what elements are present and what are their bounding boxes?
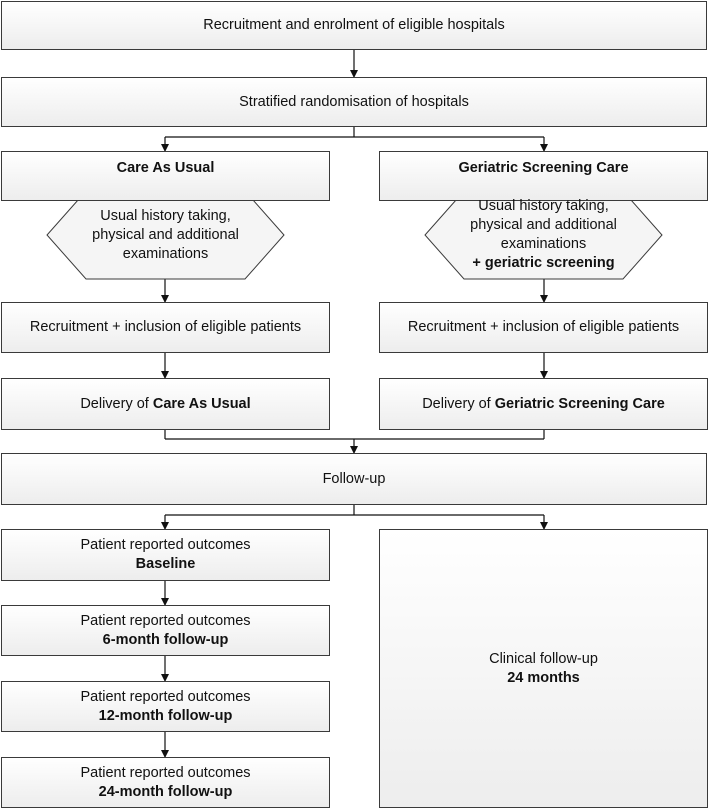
cau-delivery-bold: Care As Usual — [152, 395, 251, 412]
cau-delivery-prefix: Delivery of — [80, 395, 153, 412]
cau-title-box: Care As Usual — [1, 151, 330, 201]
cau-recruit-box: Recruitment + inclusion of eligible pati… — [1, 302, 330, 353]
pro-24m-time: 24-month follow-up — [98, 783, 233, 800]
gsc-delivery-box: Delivery of Geriatric Screening Care — [379, 378, 708, 430]
pro-6m-box: Patient reported outcomes 6-month follow… — [1, 605, 330, 656]
pro-6m-label: Patient reported outcomes — [80, 612, 251, 629]
gsc-title-box: Geriatric Screening Care — [379, 151, 708, 201]
gsc-exam-line-3: examinations — [500, 236, 587, 252]
recruitment-hospitals-box: Recruitment and enrolment of eligible ho… — [1, 1, 707, 50]
pro-12m-label: Patient reported outcomes — [80, 688, 251, 705]
clinical-followup-time: 24 months — [507, 669, 580, 686]
cau-delivery-box: Delivery of Care As Usual — [1, 378, 330, 430]
randomisation-text: Stratified randomisation of hospitals — [239, 93, 469, 110]
cau-exam-line-1: Usual history taking, — [100, 207, 231, 224]
gsc-recruit-text: Recruitment + inclusion of eligible pati… — [407, 319, 680, 335]
followup-text: Follow-up — [322, 470, 386, 487]
gsc-title: Geriatric Screening Care — [458, 160, 629, 176]
gsc-exam-line-2: physical and additional — [470, 217, 617, 233]
pro-12m-box: Patient reported outcomes 12-month follo… — [1, 681, 330, 732]
gsc-exam-line-1: Usual history taking, — [478, 198, 609, 214]
followup-box: Follow-up — [1, 453, 707, 505]
pro-baseline-time: Baseline — [135, 556, 196, 572]
randomisation-box: Stratified randomisation of hospitals — [1, 77, 707, 127]
cau-recruit-text: Recruitment + inclusion of eligible pati… — [29, 319, 302, 335]
cau-exam-text: Usual history taking, physical and addit… — [47, 191, 284, 279]
gsc-exam-text: Usual history taking, physical and addit… — [425, 191, 662, 279]
clinical-followup-box: Clinical follow-up 24 months — [379, 529, 708, 808]
pro-24m-box: Patient reported outcomes 24-month follo… — [1, 757, 330, 808]
recruitment-hospitals-text: Recruitment and enrolment of eligible ho… — [203, 17, 505, 33]
pro-6m-time: 6-month follow-up — [102, 631, 229, 648]
cau-exam-line-3: examinations — [122, 245, 209, 262]
gsc-exam-extra: + geriatric screening — [472, 255, 615, 271]
cau-title: Care As Usual — [116, 160, 215, 176]
cau-exam-line-2: physical and additional — [92, 226, 239, 243]
pro-baseline-box: Patient reported outcomes Baseline — [1, 529, 330, 581]
gsc-delivery-bold: Geriatric Screening Care — [494, 395, 665, 412]
pro-12m-time: 12-month follow-up — [98, 707, 233, 724]
pro-baseline-label: Patient reported outcomes — [80, 537, 251, 553]
gsc-delivery-prefix: Delivery of — [422, 395, 495, 412]
clinical-followup-label: Clinical follow-up — [489, 650, 598, 667]
pro-24m-label: Patient reported outcomes — [80, 764, 251, 781]
gsc-recruit-box: Recruitment + inclusion of eligible pati… — [379, 302, 708, 353]
